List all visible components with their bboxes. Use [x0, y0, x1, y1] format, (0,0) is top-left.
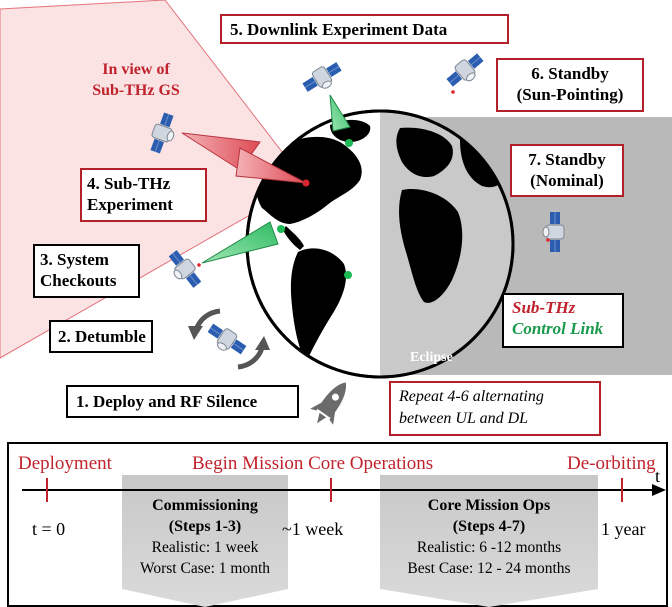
step-3-box: 3. System Checkouts — [33, 244, 140, 298]
eclipse-label: Eclipse — [410, 350, 453, 365]
label-deployment: Deployment — [18, 453, 112, 474]
ground-station-1 — [345, 139, 353, 147]
label-begin-ops: Begin Mission Core Operations — [192, 453, 434, 474]
control-beam-checkout — [201, 221, 279, 264]
ground-station-3 — [344, 271, 352, 279]
tick-label-week: ~1 week — [282, 519, 344, 539]
subthz-beam-inner — [235, 147, 307, 184]
legend-subthz: Sub-THz — [512, 298, 576, 317]
commissioning-phase-shape — [122, 475, 288, 607]
core-ops-phase-shape — [380, 475, 598, 607]
legend-control-link: Control Link — [512, 319, 604, 338]
rocket-icon — [310, 382, 347, 425]
repeat-note: Repeat 4-6 alternating between UL and DL — [389, 381, 601, 436]
tick-label-start: t = 0 — [32, 519, 66, 539]
step-1-box: 1. Deploy and RF Silence — [66, 385, 299, 418]
step-2-box: 2. Detumble — [49, 320, 153, 353]
step-5-box: 5. Downlink Experiment Data — [220, 14, 509, 44]
satellite-icon — [299, 58, 346, 99]
satellite-icon — [203, 319, 250, 361]
axis-label-t: t — [655, 466, 661, 486]
control-beam-downlink — [329, 94, 351, 132]
commissioning-phase: Commissioning (Steps 1-3) Realistic: 1 w… — [139, 497, 271, 577]
in-view-label: In view of Sub-THz GS — [92, 61, 180, 99]
detumble-arrow-icon — [237, 347, 265, 370]
ground-station-2 — [277, 225, 285, 233]
step-6-box: 6. Standby (Sun-Pointing) — [496, 58, 644, 112]
tick-label-year: 1 year — [601, 519, 646, 539]
time-axis-arrow-icon — [652, 484, 666, 496]
satellite-icon — [443, 49, 489, 93]
step-7-box: 7. Standby (Nominal) — [510, 144, 624, 197]
label-deorbiting: De-orbiting — [567, 453, 656, 474]
step-4-box: 4. Sub-THz Experiment — [80, 168, 207, 222]
link-legend: Sub-THz Control Link — [502, 293, 624, 348]
core-ops-phase: Core Mission Ops (Steps 4-7) Realistic: … — [407, 497, 571, 577]
